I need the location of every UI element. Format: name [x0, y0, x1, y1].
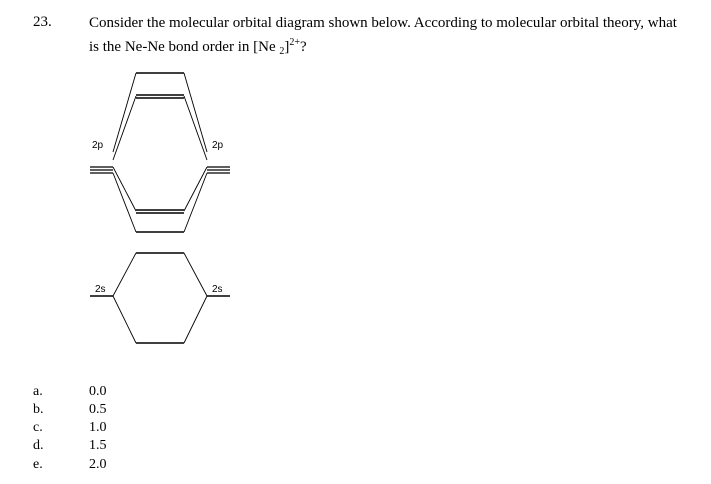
choice-value: 2.0: [89, 457, 107, 472]
formula-subscript: 2: [279, 46, 285, 57]
correlation-lines-2s: [112, 252, 208, 344]
choice-letter: b.: [33, 402, 44, 417]
formula-bracket: ]: [284, 39, 290, 55]
question-text: Consider the molecular orbital diagram s…: [89, 14, 689, 61]
choice-letter: e.: [33, 457, 43, 472]
question-number: 23.: [33, 14, 52, 30]
right-2s-label: 2s: [212, 284, 223, 295]
question-text-main: Consider the molecular orbital diagram s…: [89, 15, 677, 55]
left-2s-label: 2s: [95, 284, 106, 295]
choice-letter: a.: [33, 384, 43, 399]
choice-value: 0.0: [89, 384, 107, 399]
pi-2p-levels: [136, 209, 184, 214]
left-2p-orbitals: [90, 166, 113, 174]
choice-value: 0.5: [89, 402, 107, 417]
choice-value: 1.5: [89, 438, 107, 453]
correlation-lines-2p: [112, 72, 208, 233]
choice-letter: d.: [33, 438, 44, 453]
pi-star-2p-levels: [136, 94, 184, 99]
choice-letter: c.: [33, 420, 43, 435]
left-2p-label: 2p: [92, 140, 104, 151]
right-2p-label: 2p: [212, 140, 224, 151]
right-2p-orbitals: [207, 166, 230, 174]
question-mark: ?: [300, 39, 307, 55]
formula-superscript: 2+: [289, 37, 300, 48]
choice-value: 1.0: [89, 420, 107, 435]
